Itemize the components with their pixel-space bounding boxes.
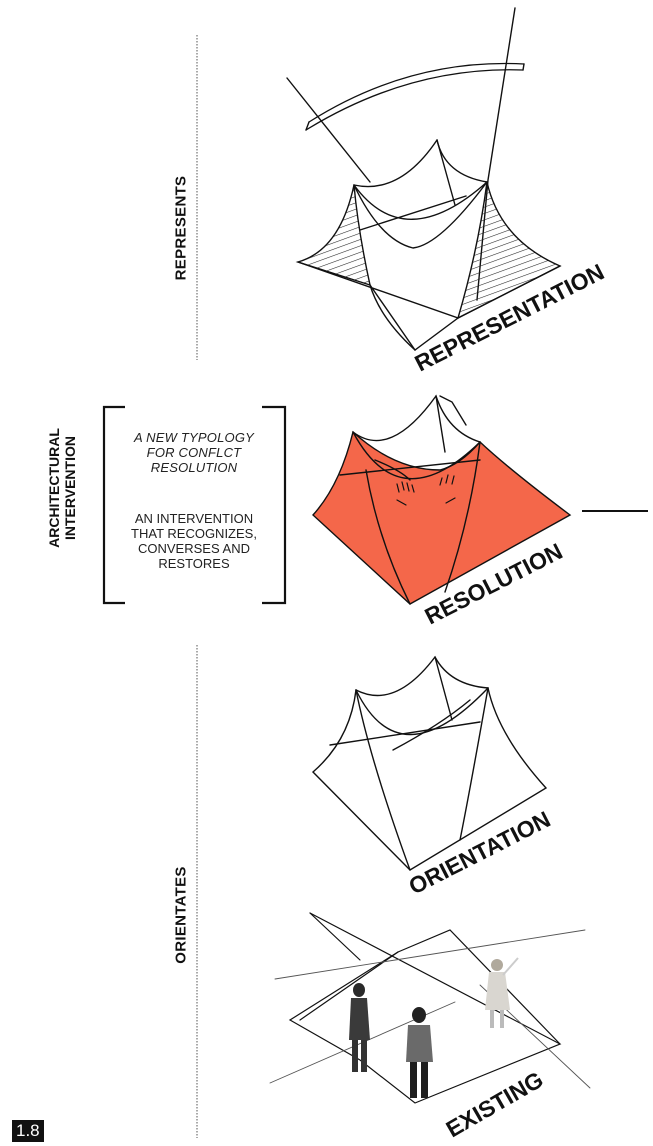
existing-sketch	[269, 912, 591, 1104]
label-orientation: ORIENTATION	[404, 806, 554, 900]
person-center	[406, 1007, 433, 1098]
description-line: AN INTERVENTION	[134, 511, 254, 526]
orientation-sketch	[311, 655, 548, 871]
representation-sketch	[286, 7, 562, 351]
side-label-architectural-intervention: ARCHITECTURAL INTERVENTION	[46, 428, 78, 548]
side-label-line2: INTERVENTION	[62, 436, 78, 540]
side-label-line1: ARCHITECTURAL	[46, 428, 62, 548]
side-label-orientates: ORIENTATES	[172, 866, 190, 964]
text-bracket	[102, 405, 287, 605]
side-label-represents: REPRESENTS	[172, 175, 190, 281]
description-line: RESTORES	[158, 556, 230, 571]
description-line: CONVERSES AND	[138, 541, 250, 556]
description-line: THAT RECOGNIZES,	[131, 526, 257, 541]
heading-line: RESOLUTION	[150, 460, 238, 475]
figure-number-badge: 1.8	[12, 1120, 44, 1142]
person-left	[349, 983, 370, 1072]
person-right	[485, 957, 519, 1028]
resolution-sketch	[312, 394, 572, 605]
label-existing: EXISTING	[442, 1066, 548, 1142]
heading-line: A NEW TYPOLOGY	[133, 430, 255, 445]
intervention-description: AN INTERVENTION THAT RECOGNIZES, CONVERS…	[118, 511, 270, 571]
typology-heading: A NEW TYPOLOGY FOR CONFLCT RESOLUTION	[118, 430, 270, 475]
heading-line: FOR CONFLCT	[146, 445, 242, 460]
